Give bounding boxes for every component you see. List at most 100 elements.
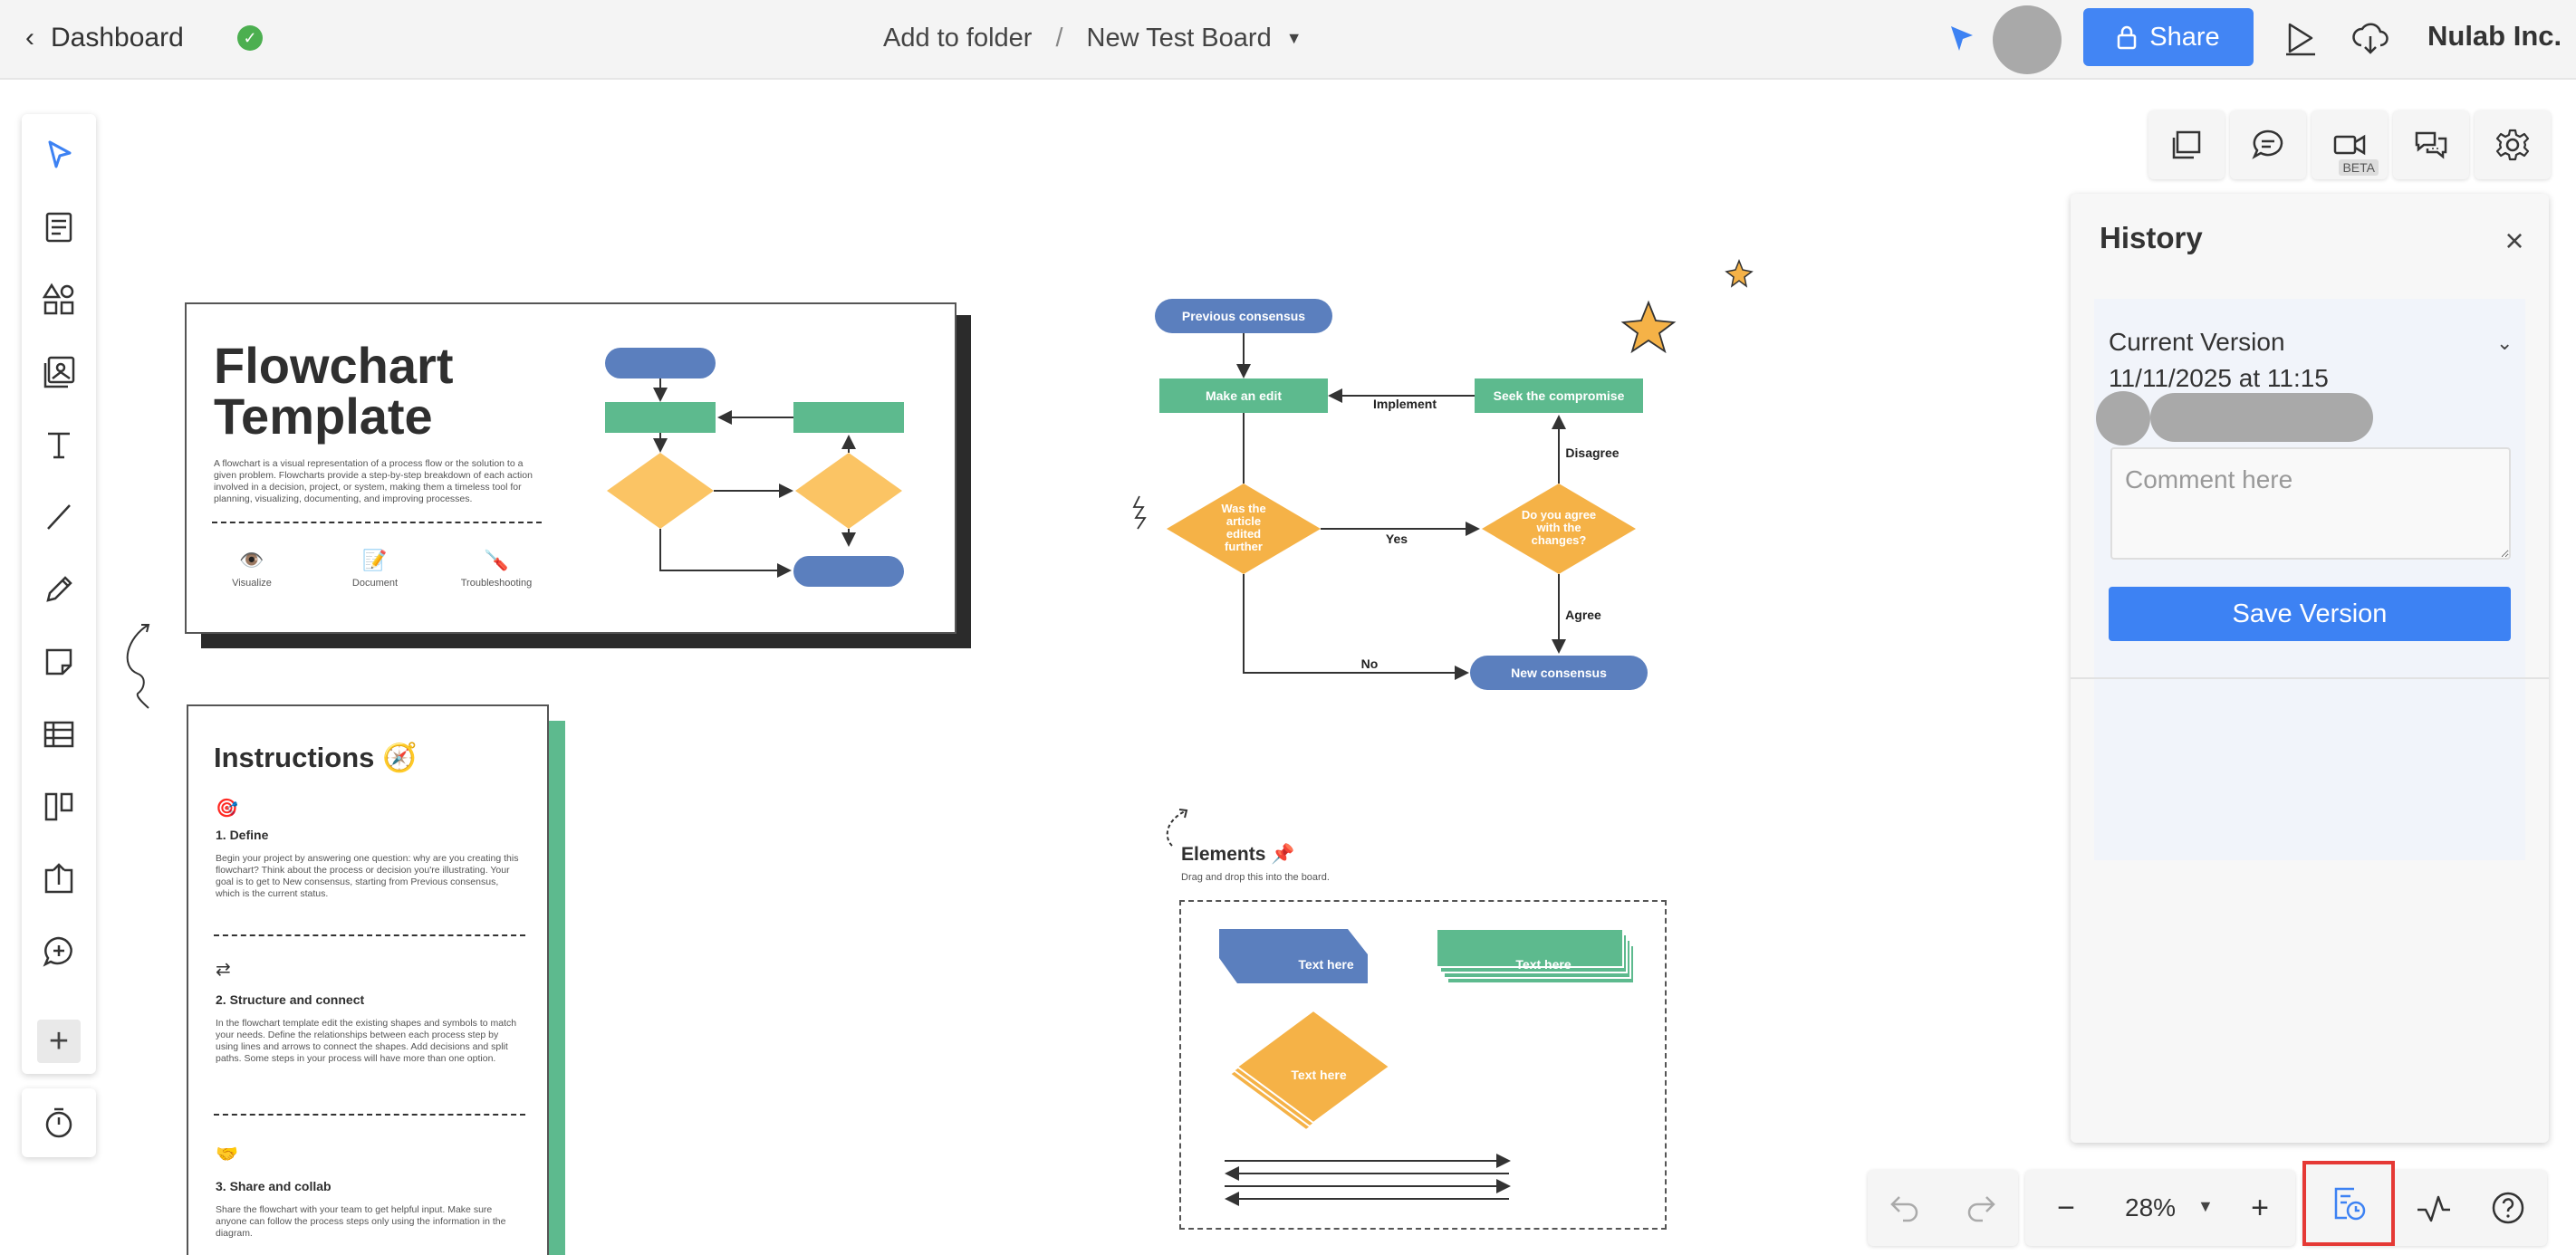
chat-button[interactable] <box>2393 110 2469 179</box>
history-document-icon <box>2334 1187 2366 1221</box>
pen-tool[interactable] <box>36 567 82 612</box>
previous-consensus-node <box>1155 299 1332 333</box>
add-to-folder-link[interactable]: Add to folder <box>883 23 1033 53</box>
back-to-dashboard-button[interactable]: ‹ Dashboard <box>25 18 184 58</box>
mini-decision-node <box>795 453 902 529</box>
table-icon <box>43 721 74 748</box>
flowchart-template-card[interactable]: Flowchart Template A flowchart is a visu… <box>185 302 956 634</box>
decision-1-line-1: Was the <box>1221 502 1265 515</box>
check-circle-icon: ✓ <box>237 25 263 51</box>
organization-name[interactable]: Nulab Inc. <box>2427 20 2562 52</box>
undo-button[interactable] <box>1868 1170 1942 1246</box>
version-history-button[interactable] <box>2302 1161 2395 1246</box>
avatar[interactable] <box>1993 5 2062 74</box>
template-tool[interactable] <box>36 205 82 250</box>
no-label: No <box>1361 656 1379 671</box>
make-edit-node <box>1159 378 1328 413</box>
caret-down-icon[interactable]: ▼ <box>2197 1197 2214 1215</box>
cursor-pointer-icon[interactable] <box>1947 24 1976 54</box>
pages-button[interactable] <box>2148 110 2225 179</box>
text-tool[interactable] <box>36 422 82 467</box>
template-description: A flowchart is a visual representation o… <box>214 458 533 504</box>
template-title-line-1: Flowchart <box>214 337 454 394</box>
mini-flowchart <box>605 348 904 587</box>
share-label: Share <box>2149 22 2220 52</box>
upload-icon <box>44 863 73 894</box>
card-accent-bar <box>549 721 565 1255</box>
eye-icon: 👁️ <box>239 549 264 571</box>
close-icon[interactable]: × <box>2504 222 2524 259</box>
star-doodle <box>1620 300 1677 354</box>
table-tool[interactable] <box>36 712 82 757</box>
current-version-label: Current Version <box>2109 328 2285 356</box>
line-tool[interactable] <box>36 494 82 540</box>
cloud-download-icon[interactable] <box>2350 18 2390 58</box>
caret-down-icon[interactable]: ▼ <box>1285 28 1302 47</box>
dashed-arrow-doodle <box>1166 809 1188 847</box>
share-button[interactable]: Share <box>2083 8 2254 66</box>
line-icon <box>47 504 71 530</box>
troubleshooting-item: 🪛 Troubleshooting <box>451 549 542 589</box>
implement-label: Implement <box>1373 397 1437 411</box>
instructions-card[interactable]: Instructions 🧭 🎯 1. Define Begin your pr… <box>187 704 549 1255</box>
pencil-icon <box>46 576 72 602</box>
undo-icon <box>1890 1196 1918 1222</box>
step-2-text: In the flowchart template edit the exist… <box>216 1018 517 1064</box>
history-panel: History × Current Version 11/11/2025 at … <box>2071 194 2549 1143</box>
comment-tool[interactable] <box>36 929 82 974</box>
screwdriver-icon: 🪛 <box>484 549 509 571</box>
timer-button[interactable] <box>22 1088 96 1157</box>
comment-input[interactable] <box>2110 447 2511 560</box>
settings-button[interactable] <box>2475 110 2551 179</box>
help-button[interactable] <box>2471 1170 2545 1246</box>
element-text-2: Text here <box>1515 957 1571 972</box>
step-3-text: Share the flowchart with your team to ge… <box>216 1204 506 1239</box>
upload-tool[interactable] <box>36 857 82 902</box>
troubleshooting-label: Troubleshooting <box>460 578 533 589</box>
curl-doodle <box>126 624 150 709</box>
seek-compromise-node <box>1475 378 1643 413</box>
decision-2-line-1: Do you agree <box>1522 508 1596 522</box>
image-tool[interactable] <box>36 350 82 395</box>
visualize-item: 👁️ Visualize <box>207 549 297 589</box>
play-presentation-icon[interactable] <box>2283 20 2319 56</box>
zoom-out-button[interactable]: − <box>2057 1190 2075 1225</box>
video-call-button[interactable]: BETA <box>2312 110 2388 179</box>
comment-add-icon <box>43 936 72 967</box>
mini-end-node <box>793 556 904 587</box>
sticky-note-icon <box>45 648 72 675</box>
scribble-doodle <box>1132 495 1147 530</box>
step-1-text: Begin your project by answering one ques… <box>216 853 519 899</box>
activity-button[interactable] <box>2397 1170 2471 1246</box>
visualize-label: Visualize <box>232 578 272 589</box>
version-card[interactable]: Current Version 11/11/2025 at 11:15 ⌄ <box>2094 299 2525 860</box>
previous-consensus-label: Previous consensus <box>1182 309 1305 323</box>
more-tools-button[interactable]: + <box>37 1020 81 1063</box>
shapes-tool[interactable] <box>36 277 82 322</box>
step-3-title: 3. Share and collab <box>216 1179 332 1193</box>
consensus-flowchart[interactable]: Previous consensus Make an edit Seek the… <box>1123 244 1775 715</box>
select-tool[interactable] <box>36 132 82 177</box>
avatar <box>2096 391 2150 445</box>
save-version-button[interactable]: Save Version <box>2109 587 2511 641</box>
kanban-tool[interactable] <box>36 784 82 829</box>
chevron-down-icon[interactable]: ⌄ <box>2496 331 2514 354</box>
cursor-icon <box>48 140 72 168</box>
redo-button[interactable] <box>1944 1170 2018 1246</box>
mini-process-node <box>793 402 904 433</box>
element-text-1: Text here <box>1298 957 1353 972</box>
comments-button[interactable] <box>2230 110 2306 179</box>
elements-subtitle: Drag and drop this into the board. <box>1181 872 1330 883</box>
speech-bubble-icon <box>2252 129 2283 159</box>
sticky-note-tool[interactable] <box>36 639 82 685</box>
divider <box>214 1114 525 1116</box>
elements-shapes[interactable]: Text here Text here Text here <box>1181 902 1668 1231</box>
arrows-icon: ⇄ <box>216 960 231 980</box>
zoom-level[interactable]: 28% <box>2125 1193 2177 1221</box>
zoom-in-button[interactable]: + <box>2251 1190 2269 1225</box>
zoom-control: − 28% ▼ + <box>2025 1170 2295 1246</box>
terminal-element <box>1219 929 1368 983</box>
text-icon <box>48 432 70 459</box>
board-name[interactable]: New Test Board <box>1086 23 1272 53</box>
template-title-line-2: Template <box>214 388 433 445</box>
